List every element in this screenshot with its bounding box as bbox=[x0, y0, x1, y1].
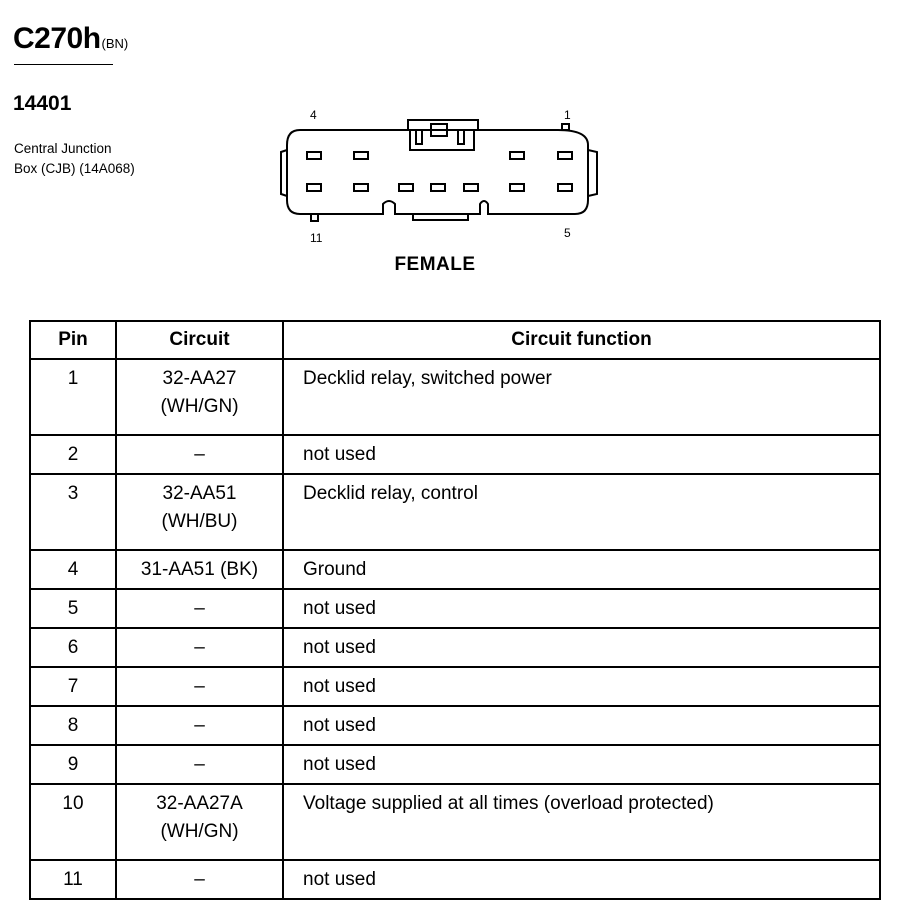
table-row: 8 – not used bbox=[29, 705, 881, 746]
table-header-row: Pin Circuit Circuit function bbox=[29, 320, 881, 360]
circuit-cell: – bbox=[115, 588, 284, 629]
table-row: 5 – not used bbox=[29, 588, 881, 629]
connector-gender-caption: FEMALE bbox=[394, 254, 476, 275]
pin-cell: 2 bbox=[29, 434, 117, 475]
circuit-cell: – bbox=[115, 627, 284, 668]
table-row: 4 31-AA51 (BK) Ground bbox=[29, 549, 881, 590]
circuit-line: 32-AA51 bbox=[162, 483, 237, 504]
circuit-line: – bbox=[194, 676, 205, 697]
function-cell: not used bbox=[282, 744, 881, 785]
connector-face-diagram: 4 1 11 5 bbox=[280, 108, 598, 245]
circuit-line: (WH/GN) bbox=[160, 821, 239, 842]
pin-cell: 5 bbox=[29, 588, 117, 629]
connector-id: C270h bbox=[13, 22, 101, 55]
header-circuit: Circuit bbox=[115, 320, 284, 360]
part-description-line: Central Junction bbox=[14, 141, 112, 156]
pin-cell: 11 bbox=[29, 859, 117, 900]
table-row: 3 32-AA51 (WH/BU) Decklid relay, control bbox=[29, 473, 881, 551]
table-row: 9 – not used bbox=[29, 744, 881, 785]
circuit-line: 32-AA27 bbox=[162, 368, 237, 389]
circuit-line: – bbox=[194, 444, 205, 465]
circuit-cell: – bbox=[115, 705, 284, 746]
circuit-cell: – bbox=[115, 434, 284, 475]
circuit-line: – bbox=[194, 869, 205, 890]
circuit-line: (WH/GN) bbox=[160, 396, 239, 417]
table-row: 7 – not used bbox=[29, 666, 881, 707]
pin-cell: 1 bbox=[29, 358, 117, 436]
circuit-line: – bbox=[194, 637, 205, 658]
pin-cell: 3 bbox=[29, 473, 117, 551]
pin-label-1: 1 bbox=[564, 108, 571, 122]
pin-cell: 4 bbox=[29, 549, 117, 590]
pin-label-4: 4 bbox=[310, 108, 317, 122]
function-cell: not used bbox=[282, 705, 881, 746]
pin-cell: 6 bbox=[29, 627, 117, 668]
pin-cell: 7 bbox=[29, 666, 117, 707]
table-row: 2 – not used bbox=[29, 434, 881, 475]
circuit-cell: 31-AA51 (BK) bbox=[115, 549, 284, 590]
pinout-table: Pin Circuit Circuit function 1 32-AA27 (W… bbox=[29, 320, 881, 900]
circuit-cell: – bbox=[115, 666, 284, 707]
function-cell: not used bbox=[282, 627, 881, 668]
part-description: Central Junction Box (CJB) (14A068) bbox=[14, 139, 194, 179]
function-cell: Decklid relay, switched power bbox=[282, 358, 881, 436]
pin-cell: 8 bbox=[29, 705, 117, 746]
function-cell: Voltage supplied at all times (overload … bbox=[282, 783, 881, 861]
title-underline bbox=[14, 64, 113, 65]
circuit-line: – bbox=[194, 715, 205, 736]
circuit-line: (WH/BU) bbox=[161, 511, 238, 532]
circuit-cell: 32-AA27 (WH/GN) bbox=[115, 358, 284, 436]
table-row: 10 32-AA27A (WH/GN) Voltage supplied at a… bbox=[29, 783, 881, 861]
header-circuit-function: Circuit function bbox=[282, 320, 881, 360]
pin-cell: 9 bbox=[29, 744, 117, 785]
circuit-cell: 32-AA51 (WH/BU) bbox=[115, 473, 284, 551]
table-row: 1 32-AA27 (WH/GN) Decklid relay, switched… bbox=[29, 358, 881, 436]
circuit-line: – bbox=[194, 754, 205, 775]
pin-label-5: 5 bbox=[564, 226, 571, 240]
function-cell: Ground bbox=[282, 549, 881, 590]
circuit-cell: 32-AA27A (WH/GN) bbox=[115, 783, 284, 861]
circuit-cell: – bbox=[115, 744, 284, 785]
circuit-cell: – bbox=[115, 859, 284, 900]
function-cell: not used bbox=[282, 434, 881, 475]
part-description-line: Box (CJB) (14A068) bbox=[14, 161, 135, 176]
function-cell: not used bbox=[282, 666, 881, 707]
pin-cell: 10 bbox=[29, 783, 117, 861]
table-row: 11 – not used bbox=[29, 859, 881, 900]
circuit-line: – bbox=[194, 598, 205, 619]
header-pin: Pin bbox=[29, 320, 117, 360]
part-number: 14401 bbox=[13, 92, 72, 115]
connector-color-code: (BN) bbox=[101, 36, 129, 51]
connector-title: C270h(BN) bbox=[13, 22, 128, 56]
table-row: 6 – not used bbox=[29, 627, 881, 668]
function-cell: Decklid relay, control bbox=[282, 473, 881, 551]
pin-label-11: 11 bbox=[310, 231, 323, 245]
function-cell: not used bbox=[282, 859, 881, 900]
function-cell: not used bbox=[282, 588, 881, 629]
circuit-line: 32-AA27A bbox=[156, 793, 243, 814]
circuit-line: 31-AA51 (BK) bbox=[140, 559, 259, 580]
